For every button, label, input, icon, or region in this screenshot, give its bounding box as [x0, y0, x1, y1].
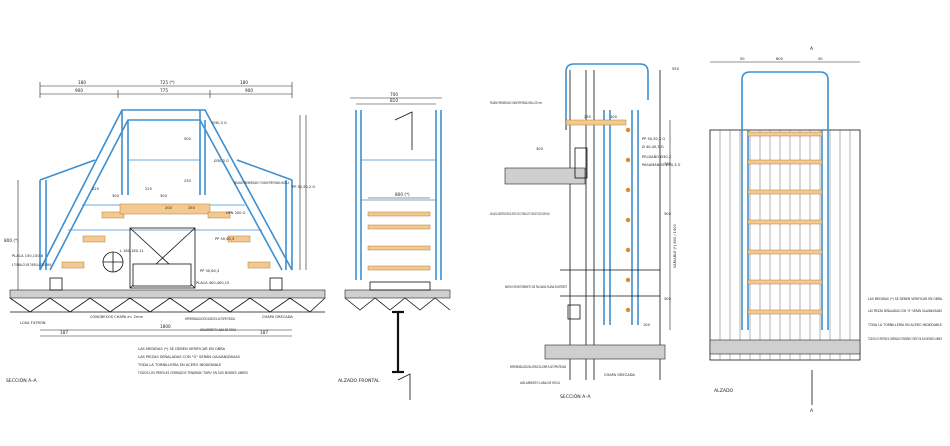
label-peldano-pren: PELDAÑO PREMERIZADO Y CHAPA PERFORADA HU…	[234, 180, 289, 185]
label-peldano: Ø30,3 G	[214, 158, 229, 163]
title-seccion-1: SECCIÓN A–A	[6, 377, 38, 384]
note-1-3: TODOS LOS PERFILES CERRADOS TENDRÁN "TAP…	[137, 370, 248, 375]
section-mark-bottom: A	[810, 408, 814, 414]
title-alzado: ALZADO	[714, 388, 734, 394]
title-alzado-frontal: ALZADO FRONTAL	[338, 378, 380, 384]
label-variable: VARIABLE (*) 800 / 1500	[673, 223, 677, 268]
dim-front-top2: 810	[390, 98, 398, 103]
ladder-top-rail	[565, 63, 649, 130]
label-imper: IMPERMEABILIZACIÓN ASFÁLTICA AUTOPROTEGI…	[185, 316, 235, 321]
dim-right2: 900	[245, 88, 253, 93]
label-pasamanos: Ø30,3 G	[212, 120, 227, 125]
dim-187a: 187	[60, 330, 68, 335]
dim-total: 725 (*)	[160, 80, 175, 85]
dim-right-top3: 50	[818, 57, 823, 61]
dim-100b-2: 100	[643, 323, 651, 327]
label-sec2-pasamanos: PASAMANOS Ø30,3 G	[642, 162, 681, 167]
dim-left2: 900	[75, 88, 83, 93]
label-l180: L 180,180,11	[120, 249, 144, 253]
label-sec2-nuevo: NUEVO REVESTIMIENTO DE FACHADA PLANA EXI…	[505, 285, 567, 289]
note-1-0: LAS MEDIDAS (*) SE DEBEN VERIFICAR EN OB…	[138, 347, 226, 351]
notes-2: LAS MEDIDAS (*) SE DEBEN VERIFICAR EN OB…	[867, 297, 943, 341]
label-sec2-chapa: CHAPA GRECADA	[604, 373, 635, 377]
dim-200: 200	[165, 206, 173, 210]
dim-left: 180	[78, 80, 86, 85]
label-sec2-imper: IMPERMEABILIZACIÓN ASFÁLTICA SIMPLE AUTO…	[510, 364, 566, 369]
dim-1800: 1800	[160, 324, 171, 329]
dim-100-2: 100	[610, 115, 618, 119]
dim-550: 550	[672, 67, 680, 71]
dim-500: 500	[184, 137, 192, 141]
label-tornillos: 4 TORNILLOS Ø6 TUERCA ACERO INOX.	[12, 262, 52, 267]
label-pp: PP 30,60,3	[200, 269, 219, 273]
label-tubo: PP 50,50,2 G	[292, 185, 315, 189]
dim-300c-2: 300	[664, 297, 672, 301]
dim-225a: 225	[92, 187, 99, 191]
dim-right-top2: 800	[776, 57, 784, 61]
step	[61, 261, 85, 269]
label-losa: LOSA FILTRÓN	[20, 320, 46, 325]
dim-300b: 300	[160, 194, 168, 198]
note-1-2: TODA LA TORNILLERÍA EN ACERO INOXIDABLE	[137, 362, 222, 367]
label-aislam: AISLAMIENTO LANA DE ROCA	[200, 328, 236, 332]
label-chapa: CHAPA GRECADA	[262, 315, 293, 319]
label-sec2-aislam: AISLAMIENTO LANA DE ROCA	[520, 381, 560, 385]
elevation-right: 50 800 50 A A ALZADO	[709, 46, 943, 414]
corrugated-deck	[9, 297, 326, 313]
h-total: 800 (*)	[4, 238, 19, 243]
title-seccion-2: SECCIÓN A–A	[560, 393, 592, 400]
label-placa2: PLACA 400,400,15	[196, 281, 229, 285]
dim-front-800: 800 (*)	[395, 192, 410, 197]
dim-front-top: 700	[390, 92, 398, 97]
note-2-3: TODOS LOS PERFILES CERRADOS TENDRÁN "TAP…	[867, 336, 942, 341]
rail-inner	[49, 119, 283, 271]
label-sec2-anclaje: ANCLAJE A SUBESTRUCTURA DE ACERO CON 2 T…	[490, 212, 550, 216]
dim-250: 250	[188, 206, 196, 210]
note-2-2: TODA LA TORNILLERÍA EN ACERO INOXIDABLE	[867, 322, 943, 327]
dim-mid: 775	[160, 88, 168, 93]
dim-230: 230	[184, 179, 192, 183]
dim-300-left: 300	[536, 147, 544, 151]
roof-slab	[9, 289, 326, 299]
floor-slab-1	[504, 167, 586, 185]
label-sec2-peldano2: PELDAÑO Ø30,3	[642, 154, 671, 159]
dim-right: 180	[240, 80, 248, 85]
note-1-1: LAS PIEZAS SEÑALADAS CON "G" SERÁN GALVA…	[138, 354, 241, 359]
dim-250-2: 250	[584, 115, 592, 119]
label-sec2-pp1: PP 50,50,3 G	[642, 137, 665, 141]
label-pp2: PP 50,60,3	[215, 237, 234, 241]
front-elevation: 700 810 800 (*) ALZADO FRONTAL	[338, 92, 451, 400]
section-1-drawing: 725 (*) 180 180 900 775 900	[4, 80, 326, 384]
label-deck: CONGRESOS CHAPA e= 2mm	[90, 315, 143, 319]
label-placa1: PLACA 150,150,8	[12, 254, 44, 258]
label-upn: UPN 200 G	[226, 211, 246, 215]
dim-300a-2: 300	[664, 162, 672, 166]
dim-right-top1: 50	[740, 57, 745, 61]
label-sec2-peldano: PELDAÑO PREFABRICADO CHAPA PERFORADA HUE…	[490, 100, 542, 105]
dim-225b: 225	[145, 187, 152, 191]
dim-300a: 300	[112, 194, 120, 198]
label-sec2-pp2: Ø 40,40,3 G	[642, 144, 664, 149]
note-2-0: LAS MEDIDAS (*) SE DEBEN VERIFICAR EN OB…	[868, 297, 942, 301]
floor-slab-2	[544, 344, 666, 360]
notes-1: LAS MEDIDAS (*) SE DEBEN VERIFICAR EN OB…	[137, 347, 249, 375]
note-2-1: LAS PIEZAS SEÑALADAS CON "G" SERÁN GALVA…	[868, 308, 943, 313]
rail-outer	[39, 109, 293, 271]
section-2-drawing: 550 300 300 300 100 300 PELDAÑO PREFABRI…	[490, 63, 681, 400]
dim-300b-2: 300	[664, 212, 672, 216]
section-mark-top: A	[810, 46, 814, 52]
dim-187b: 187	[260, 330, 268, 335]
